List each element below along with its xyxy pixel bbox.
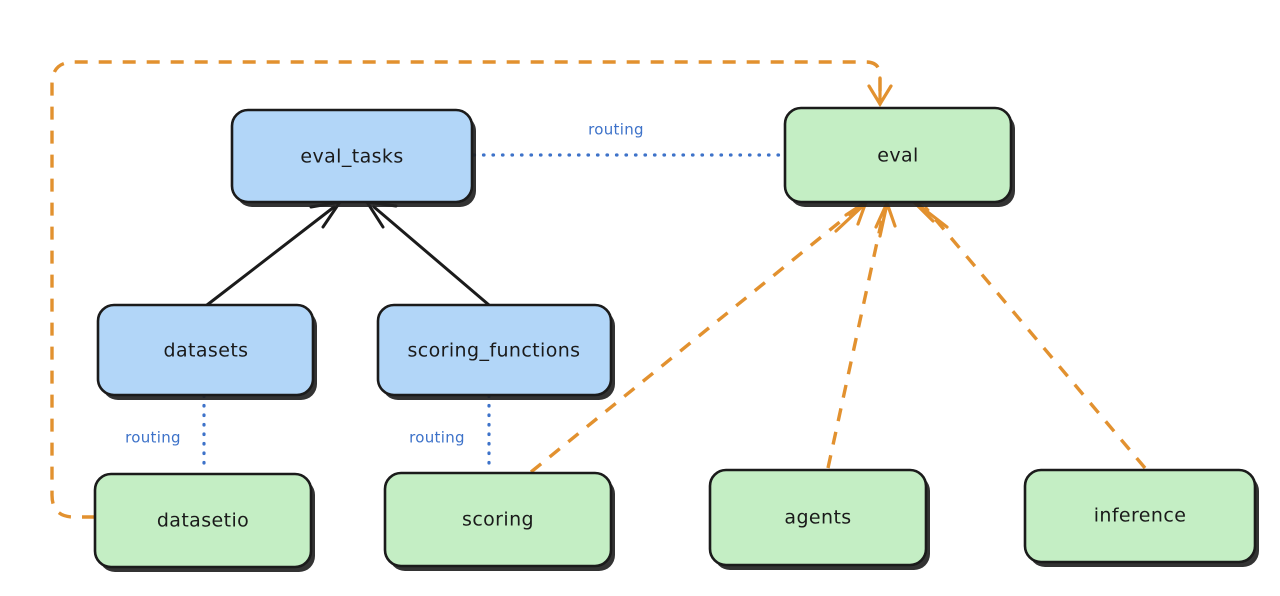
node-eval-body	[783, 106, 1013, 204]
node-scoring-label: scoring	[462, 509, 534, 531]
edge-label-routing-scoring-functions: routing	[409, 429, 465, 447]
node-eval-label: eval	[877, 145, 918, 167]
edge-agents-to-eval	[826, 198, 897, 469]
node-inference[interactable]: inference	[1023, 468, 1259, 567]
node-datasets-label: datasets	[164, 340, 249, 362]
node-scoring-functions[interactable]: scoring_functions	[376, 303, 615, 400]
node-scoring-body	[383, 471, 613, 568]
node-eval[interactable]: eval	[783, 106, 1015, 207]
node-eval-tasks[interactable]: eval_tasks	[230, 108, 476, 207]
node-scoring-functions-label: scoring_functions	[408, 340, 581, 362]
node-datasetio-body	[93, 472, 313, 569]
node-inference-body	[1023, 468, 1257, 564]
edge-scoring_functions-to-eval_tasks	[363, 200, 491, 307]
node-agents-body	[708, 468, 928, 567]
edge-datasets-to-eval_tasks	[205, 199, 344, 307]
edge-datasetio-to-eval	[50, 60, 893, 519]
node-datasetio[interactable]: datasetio	[93, 472, 315, 572]
node-agents[interactable]: agents	[708, 468, 930, 570]
node-scoring-functions-body	[376, 303, 613, 397]
node-datasetio-label: datasetio	[157, 510, 249, 532]
edge-inference-to-eval	[911, 199, 1147, 470]
node-eval-tasks-body	[230, 108, 474, 204]
node-datasets-body	[96, 303, 315, 397]
node-scoring[interactable]: scoring	[383, 471, 615, 571]
edge-label-routing-eval-tasks: routing	[588, 121, 644, 139]
node-inference-label: inference	[1094, 505, 1187, 527]
node-eval-tasks-label: eval_tasks	[300, 146, 403, 168]
edge-label-routing-datasets: routing	[125, 429, 181, 447]
node-datasets[interactable]: datasets	[96, 303, 317, 400]
node-agents-label: agents	[784, 507, 851, 529]
